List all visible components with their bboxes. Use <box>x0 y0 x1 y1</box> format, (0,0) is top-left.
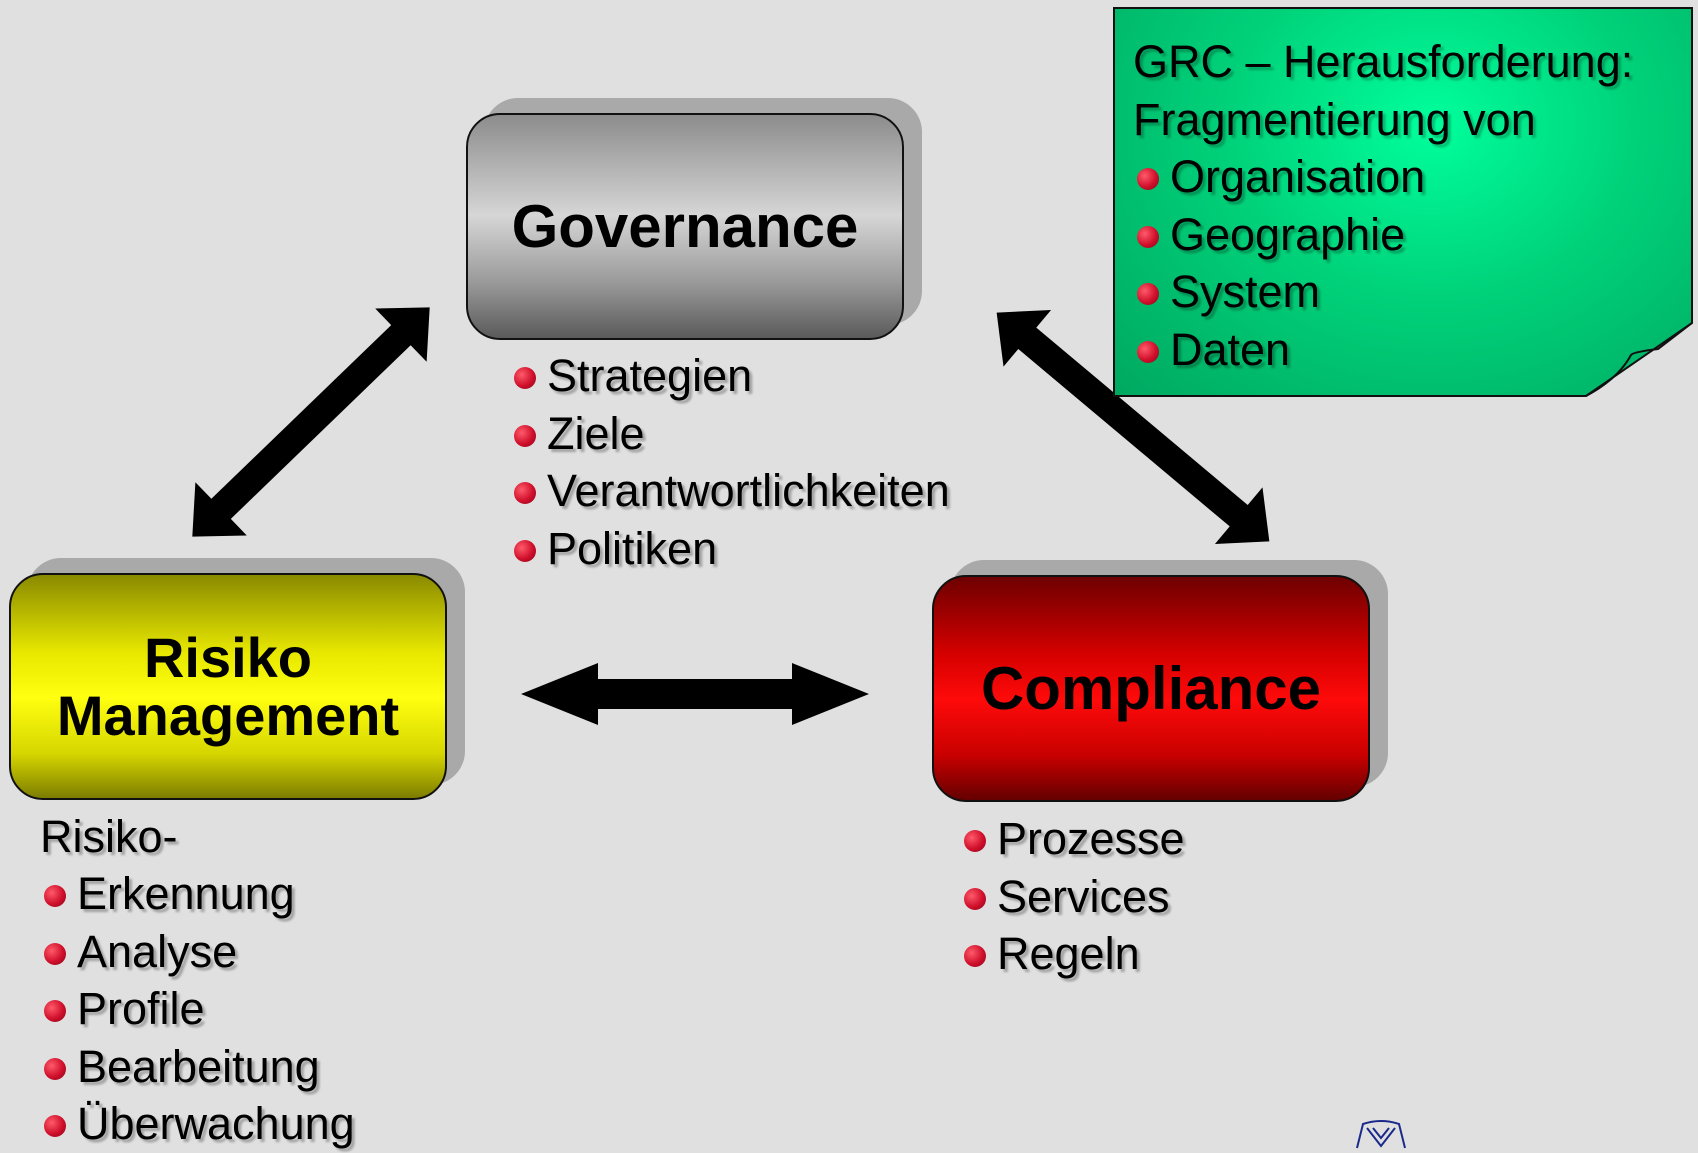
list-item: Erkennung <box>40 865 355 923</box>
list-item: Regeln <box>960 925 1185 983</box>
list-item: Verantwortlichkeiten <box>510 462 950 520</box>
note-heading: GRC – Herausforderung: <box>1133 36 1634 87</box>
risk-list: Erkennung Analyse Profile Bearbeitung Üb… <box>40 865 355 1153</box>
list-item-label: Geographie <box>1170 208 1406 260</box>
bullet-icon <box>44 1115 66 1137</box>
note-list: Organisation Geographie System Daten <box>1133 148 1633 378</box>
list-item-label: System <box>1170 266 1321 317</box>
list-item-label: Verantwortlichkeiten <box>547 465 950 516</box>
risk-title-line2: Management <box>56 683 400 747</box>
bullet-icon <box>514 424 536 447</box>
list-item-label: Politiken <box>547 522 718 574</box>
risk-management-title: Risiko Management <box>56 625 400 747</box>
list-item: Geographie <box>1133 206 1633 264</box>
bullet-icon <box>964 830 986 852</box>
list-item-label: Strategien <box>547 350 753 401</box>
arrow-risk-compliance <box>521 663 869 725</box>
note-subheading: Fragmentierung von <box>1133 93 1536 145</box>
bullet-icon <box>964 945 986 967</box>
compliance-box: Compliance <box>932 575 1370 802</box>
bullet-icon <box>514 367 536 389</box>
bullet-icon <box>1137 225 1159 248</box>
list-item: Prozesse <box>960 810 1185 868</box>
governance-list: Strategien Ziele Verantwortlichkeiten Po… <box>510 347 950 577</box>
risk-management-box: Risiko Management <box>9 573 447 800</box>
bullet-icon <box>44 885 66 907</box>
list-item-label: Analyse <box>77 925 238 977</box>
list-item-label: Regeln <box>997 928 1140 979</box>
bullet-icon <box>514 539 536 562</box>
list-item: Daten <box>1133 321 1633 379</box>
list-item: Strategien <box>510 347 950 405</box>
arrow-governance-risk <box>192 307 430 537</box>
list-item-label: Prozesse <box>997 813 1185 864</box>
list-item-label: Services <box>997 870 1170 922</box>
list-item-label: Daten <box>1170 323 1291 375</box>
list-item: Analyse <box>40 923 355 981</box>
list-item: System <box>1133 263 1633 321</box>
governance-title: Governance <box>511 193 859 260</box>
list-item: Services <box>960 868 1185 926</box>
bullet-icon <box>1137 168 1159 190</box>
list-item-label: Profile <box>77 983 205 1034</box>
bullet-icon <box>44 942 66 965</box>
bullet-icon <box>44 1000 66 1022</box>
bullet-icon <box>514 482 536 504</box>
bullet-icon <box>44 1057 66 1080</box>
list-item-label: Organisation <box>1170 151 1426 202</box>
list-item: Ziele <box>510 405 950 463</box>
bullet-icon <box>1137 283 1159 305</box>
list-item: Politiken <box>510 520 950 578</box>
list-item-label: Überwachung <box>77 1098 355 1149</box>
note-content: GRC – Herausforderung: Fragmentierung vo… <box>1133 33 1633 378</box>
list-item-label: Erkennung <box>77 868 295 919</box>
bullet-icon <box>964 887 986 910</box>
risk-list-prefix: Risiko- <box>40 811 178 862</box>
list-item-label: Ziele <box>547 407 645 459</box>
governance-box: Governance <box>466 113 904 340</box>
list-item: Überwachung <box>40 1095 355 1153</box>
arrow-governance-compliance <box>996 309 1270 545</box>
list-item: Bearbeitung <box>40 1038 355 1096</box>
compliance-title: Compliance <box>980 655 1322 722</box>
list-item: Profile <box>40 980 355 1038</box>
bullet-icon <box>1137 340 1159 363</box>
list-item-label: Bearbeitung <box>77 1040 320 1092</box>
compliance-list: Prozesse Services Regeln <box>960 810 1185 983</box>
risk-title-line1: Risiko <box>143 625 313 689</box>
logo-icon <box>1356 1120 1406 1149</box>
list-item: Organisation <box>1133 148 1633 206</box>
